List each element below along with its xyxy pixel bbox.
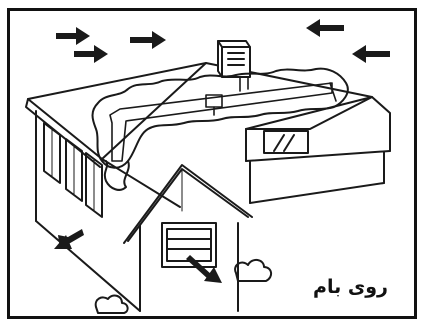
- arrow-top-left-2: [74, 45, 108, 63]
- caption-label: روی بام: [313, 276, 388, 298]
- house-ductwork-illustration: [10, 11, 414, 316]
- front-gable: [124, 165, 252, 311]
- arrow-left-exhaust: [54, 229, 84, 249]
- rooftop-unit: [218, 41, 250, 77]
- arrow-top-center: [130, 31, 166, 49]
- arrow-top-right-2: [352, 45, 390, 63]
- figure-frame: روی بام: [7, 8, 417, 319]
- arrow-top-left-1: [56, 27, 90, 45]
- arrow-top-right-1: [306, 19, 344, 37]
